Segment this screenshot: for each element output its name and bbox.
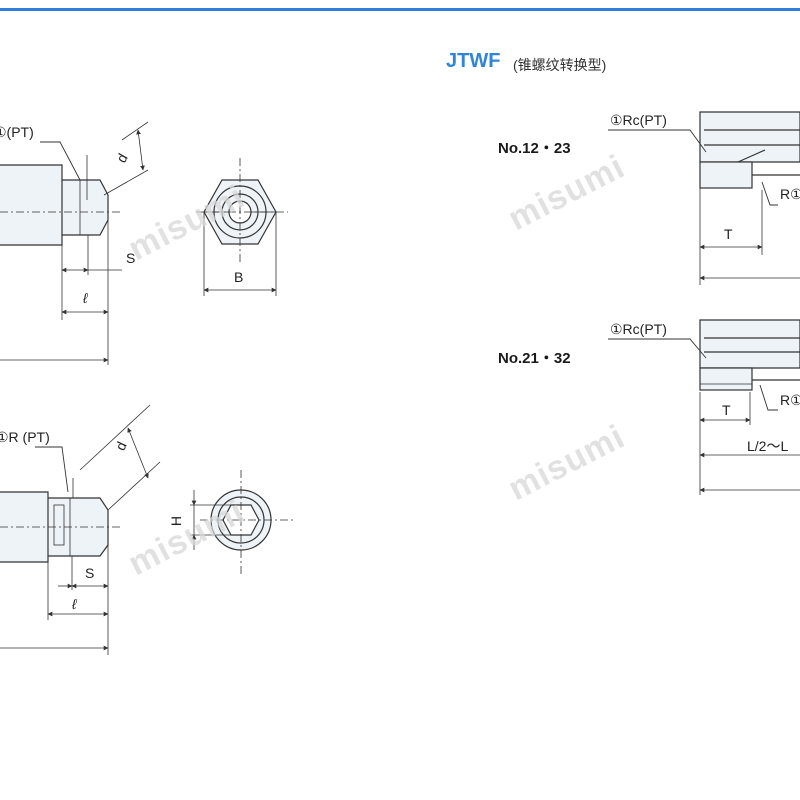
header-rule bbox=[0, 8, 800, 11]
socket-end-view bbox=[190, 470, 296, 575]
hex-end-view bbox=[196, 158, 288, 296]
left-lower-side-view bbox=[0, 404, 161, 655]
dim-s-lower: S bbox=[85, 565, 95, 581]
model-label-upper: No.12・23 bbox=[498, 140, 571, 157]
dim-s-upper: S bbox=[126, 250, 136, 266]
thread-label-lower: ①R (PT) bbox=[0, 429, 50, 445]
r-label-lower: R① bbox=[780, 392, 800, 408]
rc-label-lower: ①Rc(PT) bbox=[610, 321, 667, 337]
thread-label-upper: ①(PT) bbox=[0, 124, 34, 140]
rc-label-upper: ①Rc(PT) bbox=[610, 112, 667, 128]
left-upper-side-view bbox=[0, 121, 149, 365]
r-label-upper: R① bbox=[780, 186, 800, 202]
right-lower-fitting bbox=[608, 319, 800, 495]
dim-t-upper: T bbox=[724, 226, 733, 242]
series-description: (锥螺纹转换型) bbox=[513, 57, 607, 73]
dim-t-lower: T bbox=[722, 402, 731, 418]
dim-b: B bbox=[234, 269, 244, 285]
dim-length-range: L/2〜L bbox=[747, 438, 789, 454]
series-code: JTWF bbox=[446, 50, 501, 72]
dim-h: H bbox=[168, 515, 185, 527]
dim-l-upper: ℓ bbox=[83, 290, 88, 306]
right-upper-fitting bbox=[608, 111, 800, 285]
dim-l-lower: ℓ bbox=[72, 596, 77, 612]
model-label-lower: No.21・32 bbox=[498, 350, 571, 367]
